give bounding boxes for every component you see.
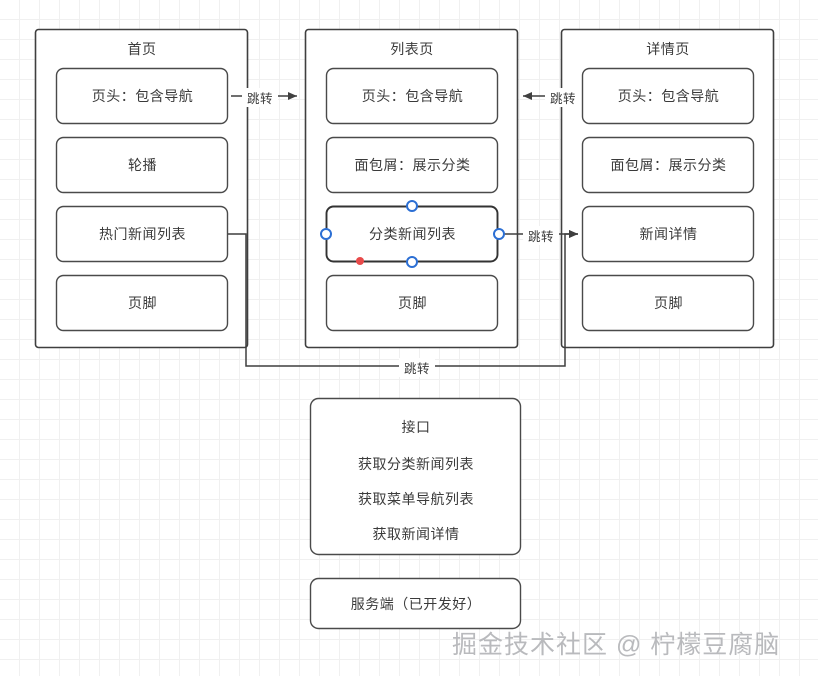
box-list-breadcrumb[interactable]: [325, 136, 499, 194]
handle-top[interactable]: [406, 200, 418, 212]
edge-home-to-detail[interactable]: [228, 230, 578, 367]
waypoint-red-dot[interactable]: [356, 257, 364, 265]
box-detail-footer[interactable]: [581, 274, 755, 332]
box-home-header[interactable]: [55, 67, 229, 125]
box-detail-breadcrumb[interactable]: [581, 136, 755, 194]
box-api-node[interactable]: [309, 397, 522, 556]
box-list-header[interactable]: [325, 67, 499, 125]
box-list-category-news-list[interactable]: [325, 205, 499, 263]
box-home-carousel[interactable]: [55, 136, 229, 194]
selection-handles[interactable]: [320, 200, 505, 268]
box-detail-news-detail[interactable]: [581, 205, 755, 263]
box-server-node[interactable]: [309, 577, 522, 630]
box-home-footer[interactable]: [55, 274, 229, 332]
box-list-footer[interactable]: [325, 274, 499, 332]
handle-bottom[interactable]: [406, 256, 418, 268]
handle-right[interactable]: [493, 228, 505, 240]
box-detail-header[interactable]: [581, 67, 755, 125]
box-home-hot-news-list[interactable]: [55, 205, 229, 263]
handle-left[interactable]: [320, 228, 332, 240]
